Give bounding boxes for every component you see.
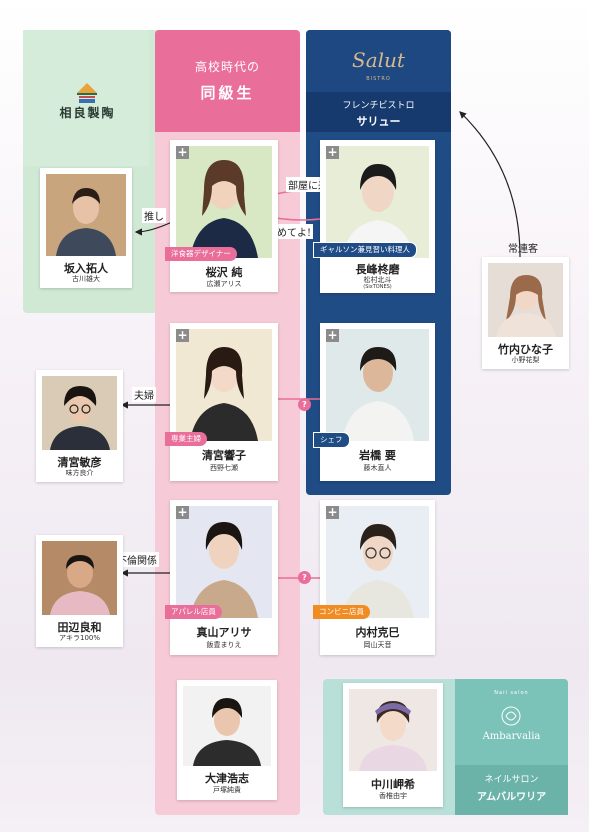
bistro-name: サリュー bbox=[356, 115, 401, 128]
character-name: 中川岬希 bbox=[371, 778, 415, 791]
bistro-header bbox=[306, 30, 451, 100]
plus-icon[interactable]: + bbox=[176, 328, 189, 342]
actor-note: (SixTONES) bbox=[363, 284, 392, 290]
photo-nagamine bbox=[326, 146, 429, 258]
photo-takeuchi bbox=[488, 263, 563, 337]
photo-uchimura bbox=[326, 506, 429, 618]
classmates-subtitle: 高校時代の bbox=[194, 60, 260, 74]
relation-fuufu: 夫婦 bbox=[132, 387, 156, 402]
relation-question-2: ? bbox=[298, 571, 311, 584]
photo-oozu bbox=[183, 686, 271, 766]
role-iwahashi: シェフ bbox=[313, 432, 350, 448]
photo-iwahashi bbox=[326, 329, 429, 441]
character-name: 大津浩志 bbox=[205, 772, 249, 785]
photo-kiyomiya-hibiki bbox=[176, 329, 272, 441]
actor-name: 味方良介 bbox=[65, 469, 94, 477]
bistro-logo-sub: BISTRO bbox=[366, 76, 391, 82]
nail-header bbox=[455, 679, 568, 765]
photo-sakanyu bbox=[46, 174, 126, 256]
nail-label-band bbox=[455, 765, 568, 815]
actor-name: 飯豊まりえ bbox=[206, 641, 242, 649]
sagara-name: 相良製陶 bbox=[59, 106, 116, 120]
character-name: 坂入拓人 bbox=[64, 262, 108, 275]
card-tanabe[interactable]: 田辺良和 アキラ100% bbox=[36, 535, 123, 647]
photo-tanabe bbox=[42, 541, 117, 615]
card-uchimura[interactable]: + 内村克巳 岡山天音 bbox=[320, 500, 435, 655]
character-name: 桜沢 純 bbox=[205, 266, 243, 279]
role-mayama: アパレル店員 bbox=[165, 605, 222, 619]
relation-oshi: 推し bbox=[142, 208, 166, 223]
plus-icon[interactable]: + bbox=[326, 145, 339, 159]
role-nagamine: ギャルソン兼見習い料理人 bbox=[313, 242, 417, 258]
arrow-oshi bbox=[134, 221, 173, 236]
role-uchimura: コンビニ店員 bbox=[313, 605, 370, 619]
character-name: 内村克巳 bbox=[355, 626, 400, 639]
actor-name: 小野花梨 bbox=[511, 356, 540, 364]
actor-name: 岡山天音 bbox=[363, 641, 392, 649]
actor-name: 広瀬アリス bbox=[206, 280, 242, 288]
role-kiyomiya-hibiki: 専業主婦 bbox=[165, 432, 207, 446]
sagara-logo-icon bbox=[77, 83, 97, 103]
plus-icon[interactable]: + bbox=[326, 328, 339, 342]
character-name: 田辺良和 bbox=[57, 621, 102, 634]
character-name: 竹内ひな子 bbox=[498, 343, 553, 356]
role-sakazawa: 洋食器デザイナー bbox=[165, 247, 237, 261]
nail-type: ネイルサロン bbox=[484, 775, 539, 785]
arrow-jouren bbox=[459, 111, 521, 258]
character-name: 清宮響子 bbox=[202, 449, 246, 462]
bistro-label-band bbox=[306, 92, 451, 132]
actor-name: 香椎由宇 bbox=[379, 792, 407, 800]
plus-icon[interactable]: + bbox=[176, 505, 189, 519]
nail-logo-small: Nail salon bbox=[494, 690, 529, 696]
character-name: 岩橋 要 bbox=[359, 449, 396, 462]
nail-logo-icon bbox=[501, 706, 521, 726]
classmates-header bbox=[155, 30, 300, 132]
photo-sakazawa bbox=[176, 146, 272, 258]
character-name: 真山アリサ bbox=[196, 626, 252, 639]
card-oozu[interactable]: 大津浩志 戸塚純貴 bbox=[177, 680, 277, 800]
classmates-title: 同級生 bbox=[200, 84, 255, 102]
plus-icon[interactable]: + bbox=[176, 145, 189, 159]
character-name: 長峰柊磨 bbox=[355, 263, 400, 276]
card-takeuchi[interactable]: 竹内ひな子 小野花梨 bbox=[482, 257, 569, 369]
photo-mayama bbox=[176, 506, 272, 618]
actor-name: アキラ100% bbox=[58, 634, 100, 642]
card-sakanyu[interactable]: 坂入拓人 古川雄大 bbox=[40, 168, 132, 288]
plus-icon[interactable]: + bbox=[326, 505, 339, 519]
photo-kiyomiya-toshihiko bbox=[42, 376, 117, 450]
relation-question-1: ? bbox=[298, 398, 311, 411]
card-iwahashi[interactable]: + 岩橋 要 藤木直人 bbox=[320, 323, 435, 481]
card-mayama[interactable]: + 真山アリサ 飯豊まりえ bbox=[170, 500, 278, 655]
bistro-logo: Salut bbox=[352, 48, 405, 72]
photo-nakagawa bbox=[349, 689, 437, 771]
actor-name: 戸塚純貴 bbox=[213, 786, 241, 794]
actor-name: 西野七瀬 bbox=[210, 464, 238, 472]
actor-name: 松村北斗 bbox=[363, 276, 392, 284]
relation-jouren: 常連客 bbox=[508, 244, 538, 255]
character-name: 清宮敏彦 bbox=[57, 456, 102, 469]
actor-name: 藤木直人 bbox=[363, 464, 392, 472]
nail-name: アムバルワリア bbox=[476, 792, 547, 803]
bistro-type: フレンチビストロ bbox=[342, 101, 415, 111]
nail-logo-name: Ambarvalia bbox=[482, 731, 541, 742]
actor-name: 古川雄大 bbox=[72, 275, 100, 283]
card-kiyomiya-toshihiko[interactable]: 清宮敏彦 味方良介 bbox=[36, 370, 123, 482]
card-kiyomiya-hibiki[interactable]: + 清宮響子 西野七瀬 bbox=[170, 323, 278, 481]
card-nagamine[interactable]: + 長峰柊磨 松村北斗 (SixTONES) bbox=[320, 140, 435, 293]
card-nakagawa[interactable]: 中川岬希 香椎由宇 bbox=[343, 683, 443, 807]
relation-furin: 不倫関係 bbox=[115, 552, 159, 567]
card-sakazawa[interactable]: + 桜沢 純 広瀬アリス bbox=[170, 140, 278, 292]
